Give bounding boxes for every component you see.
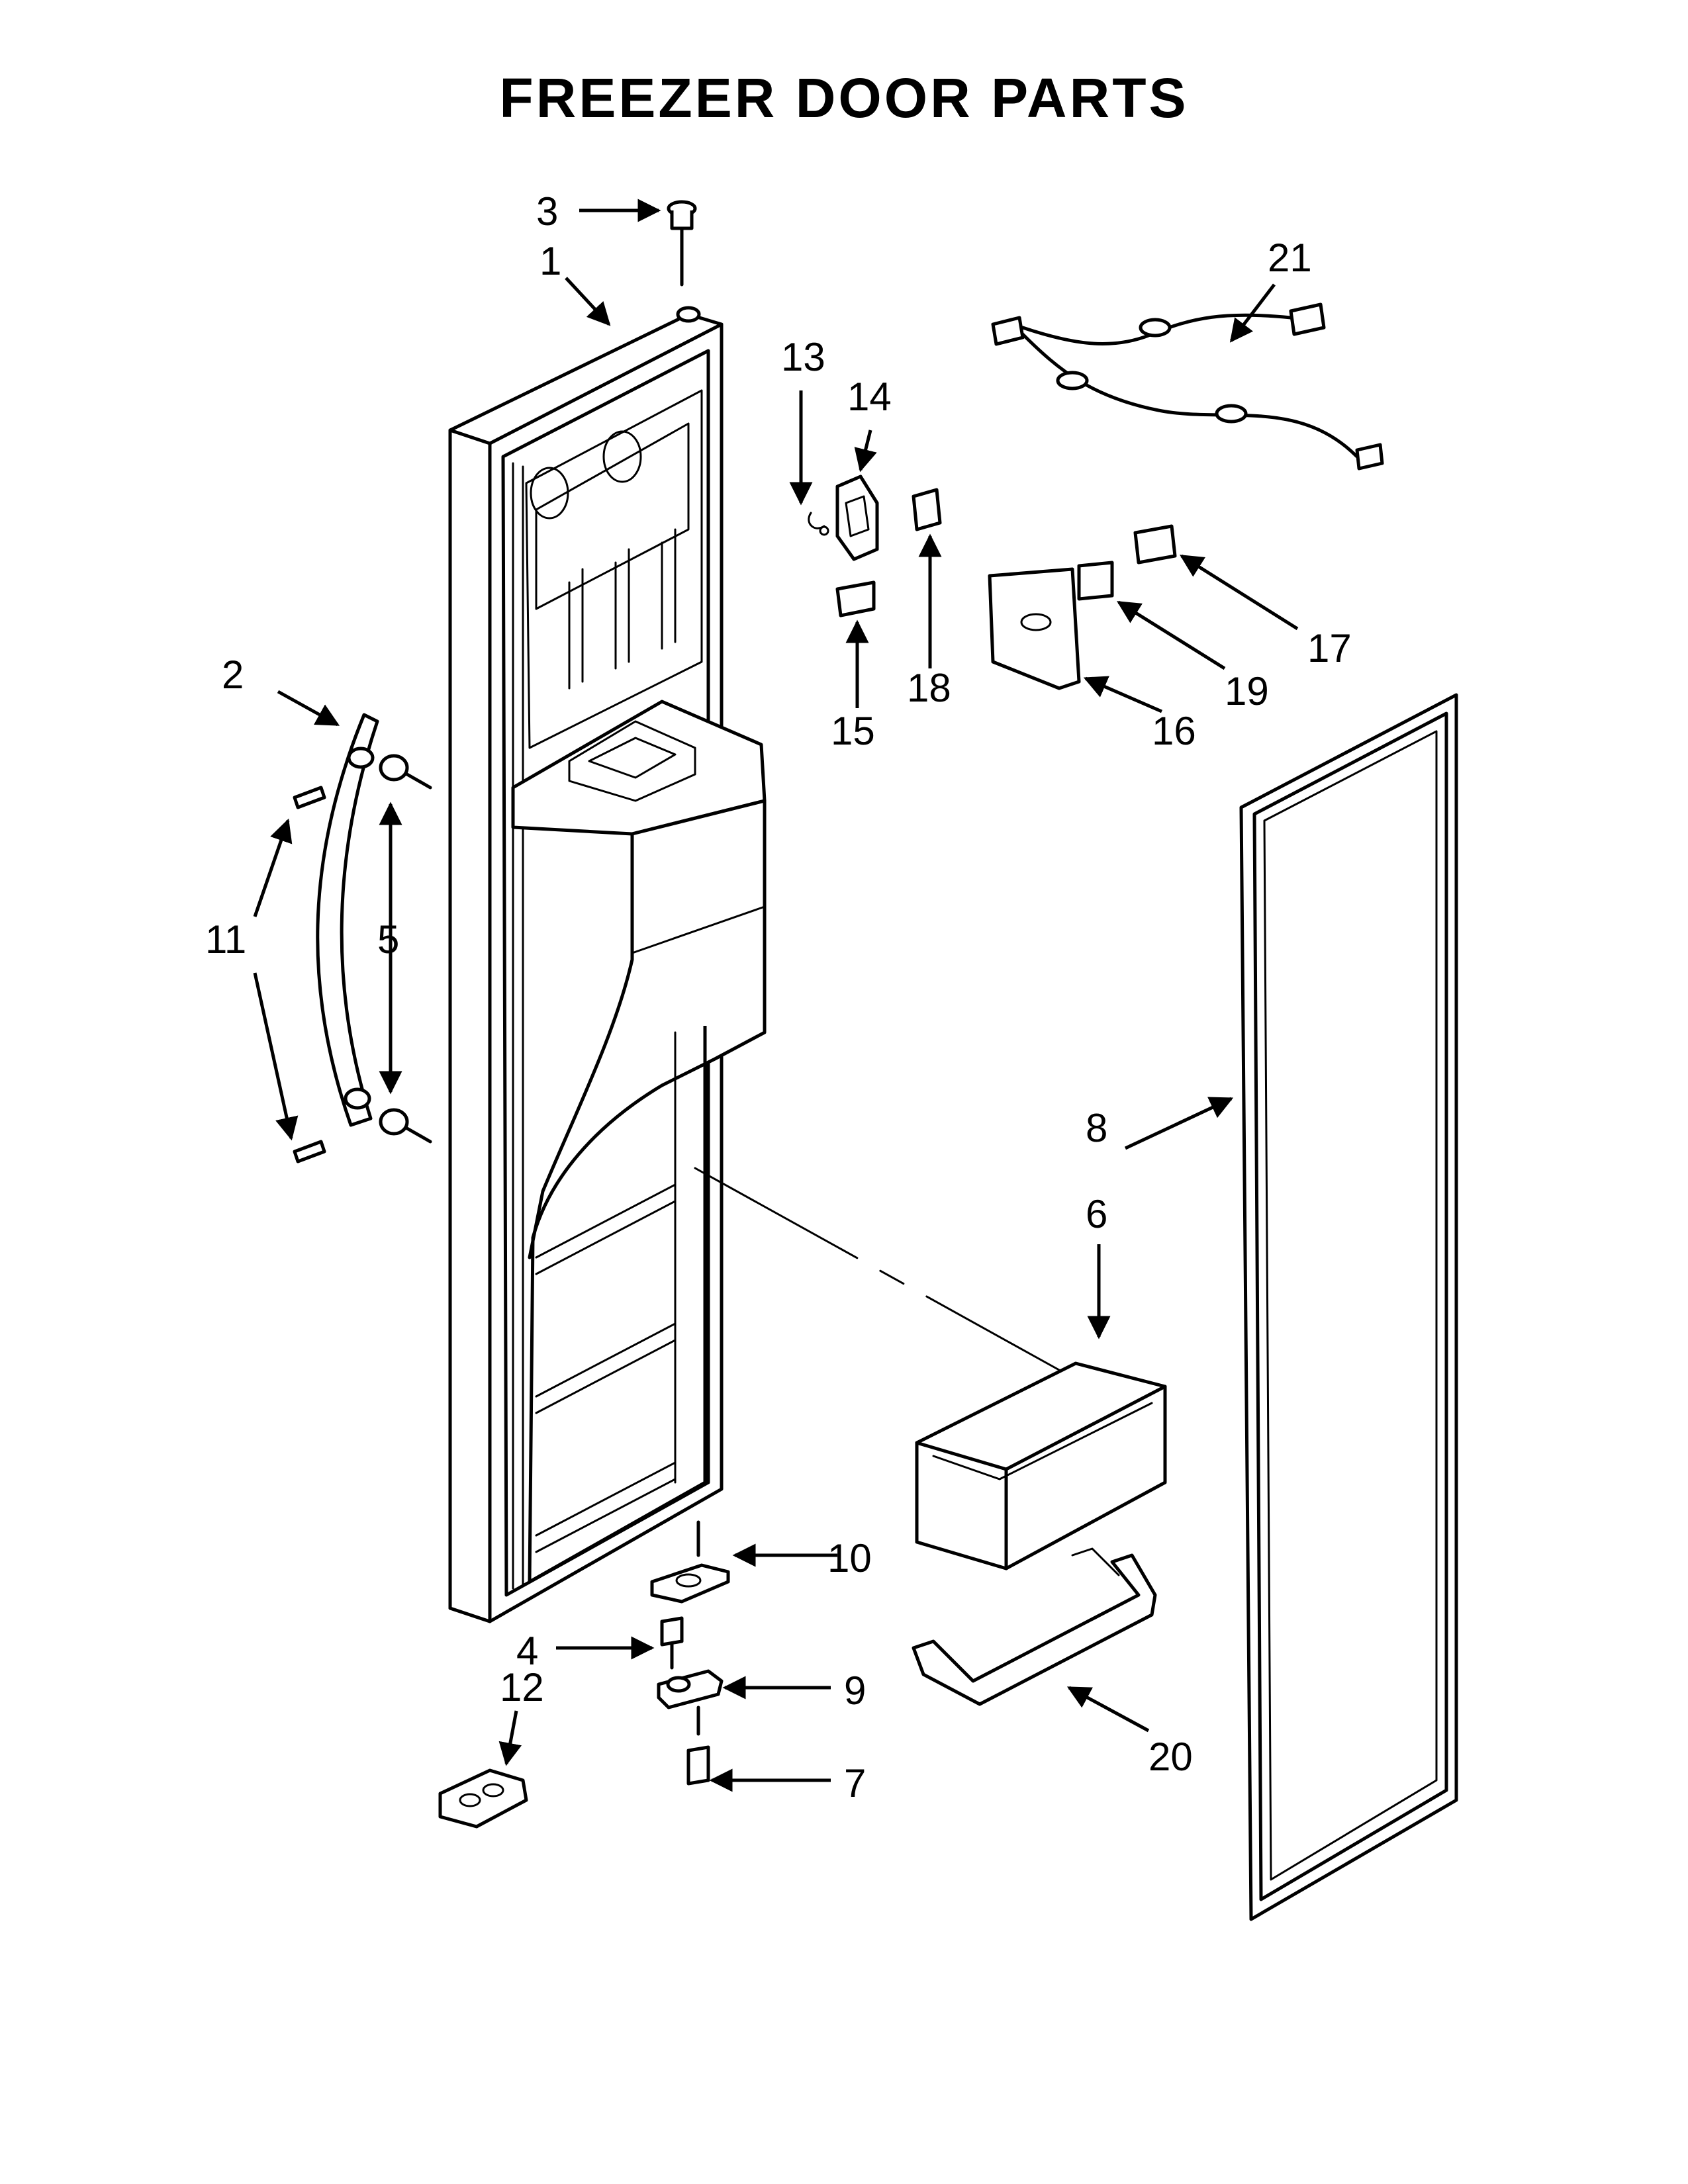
callout-2: 2 bbox=[222, 653, 244, 697]
callout-15: 15 bbox=[831, 709, 875, 753]
callout-11: 11 bbox=[205, 917, 246, 962]
callout-13: 13 bbox=[781, 335, 825, 379]
callout-14: 14 bbox=[847, 375, 892, 419]
callout-7: 7 bbox=[844, 1761, 866, 1805]
callout-21: 21 bbox=[1268, 236, 1312, 280]
callout-18: 18 bbox=[907, 666, 951, 710]
lower-hinge-parts bbox=[438, 1520, 730, 1829]
handle-screw-part bbox=[293, 786, 326, 1163]
callout-10: 10 bbox=[827, 1536, 872, 1580]
callout-17: 17 bbox=[1307, 626, 1352, 670]
callout-labels: 3 1 2 11 5 13 14 15 18 16 19 17 21 8 6 1… bbox=[205, 189, 1352, 1805]
callout-4: 4 bbox=[516, 1629, 538, 1673]
page-title: FREEZER DOOR PARTS bbox=[499, 67, 1189, 129]
door-handle-part bbox=[316, 713, 379, 1127]
leader-arrows bbox=[253, 199, 1299, 1792]
wire-harness-part bbox=[991, 302, 1384, 471]
hinge-bushing-part bbox=[667, 200, 697, 287]
callout-8: 8 bbox=[1086, 1106, 1107, 1150]
bin-bracket-part bbox=[912, 1547, 1157, 1706]
callout-6: 6 bbox=[1086, 1192, 1107, 1236]
dispenser-switch-parts bbox=[808, 475, 942, 617]
callout-16: 16 bbox=[1152, 709, 1196, 753]
door-bin-part bbox=[915, 1361, 1167, 1570]
door-gasket-part bbox=[1239, 693, 1458, 1921]
callout-19: 19 bbox=[1225, 669, 1269, 713]
control-housing-part bbox=[988, 561, 1114, 690]
callout-9: 9 bbox=[844, 1668, 866, 1713]
callout-20: 20 bbox=[1149, 1735, 1193, 1779]
callout-1: 1 bbox=[539, 239, 561, 283]
control-board-part bbox=[1133, 524, 1177, 565]
callout-12: 12 bbox=[500, 1665, 544, 1709]
handle-spacer-part bbox=[379, 754, 432, 1144]
callout-3: 3 bbox=[536, 189, 558, 234]
freezer-door-part bbox=[448, 306, 767, 1623]
callout-5: 5 bbox=[377, 917, 399, 962]
